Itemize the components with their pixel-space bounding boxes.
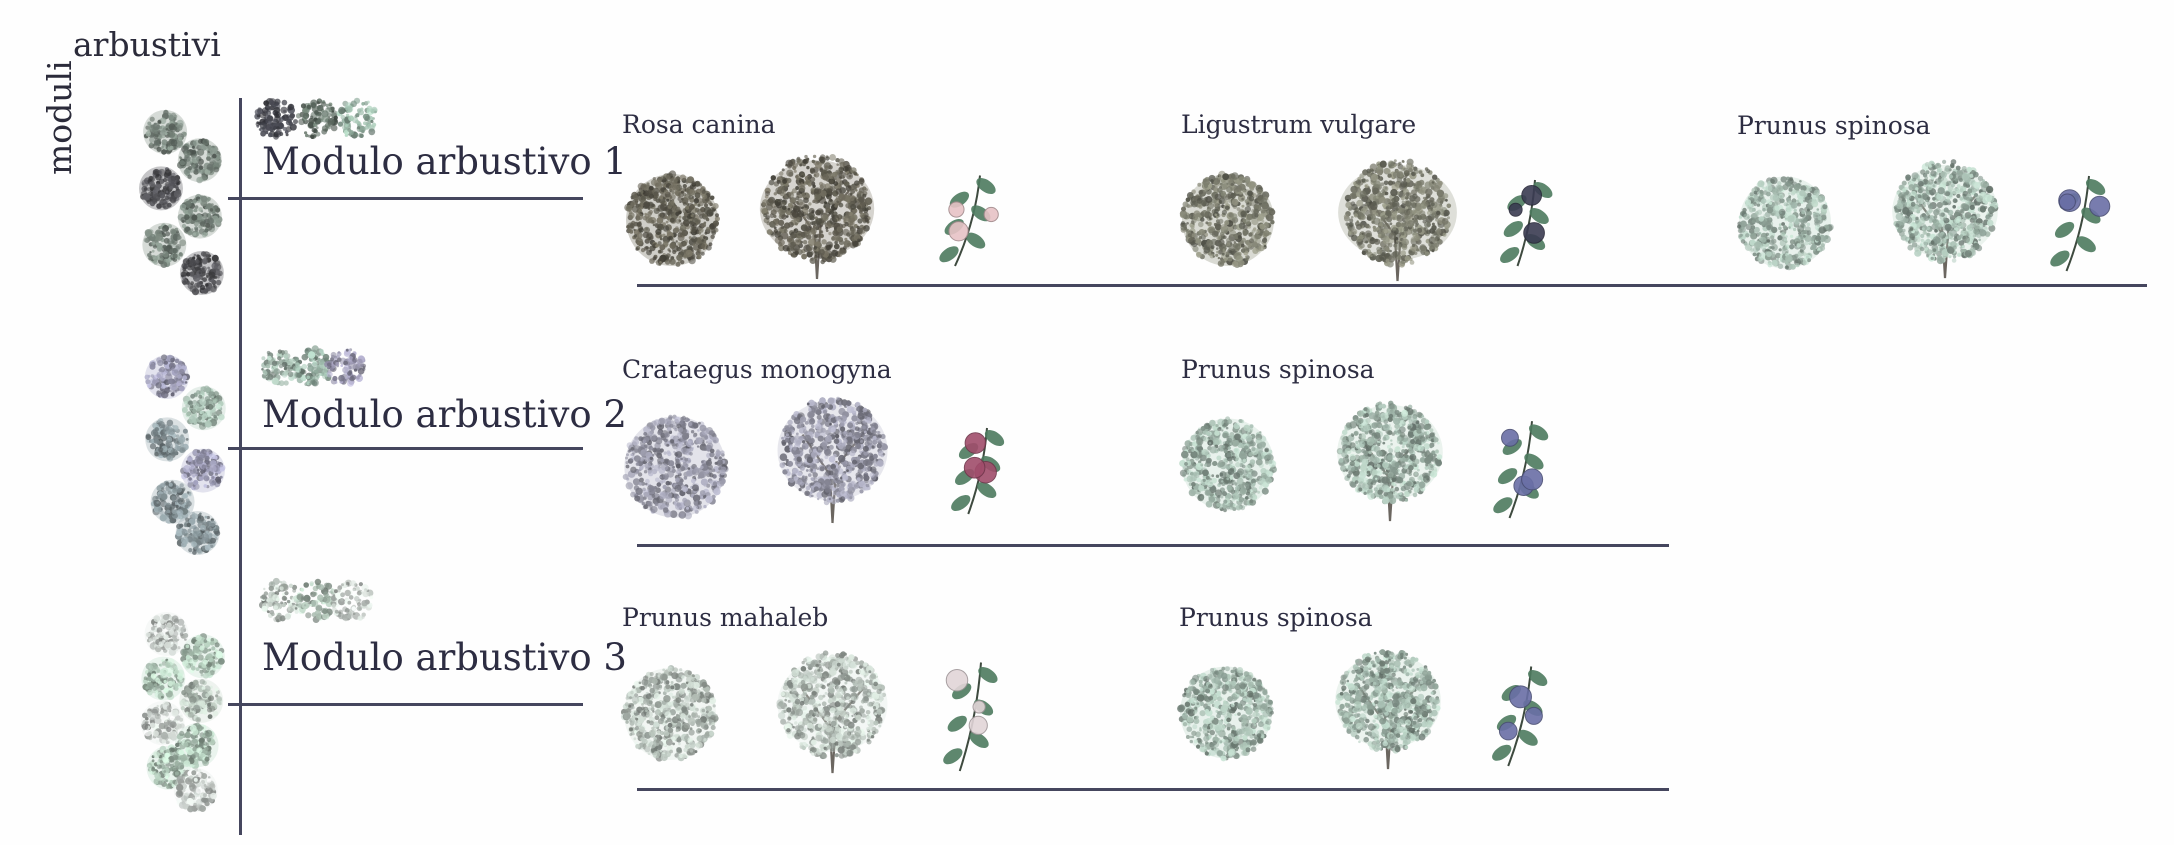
rosa-canina-elevation-icon <box>752 155 882 283</box>
prunus-spinosa-elevation-icon <box>1885 160 2005 282</box>
crataegus-monogyna-plan-icon <box>620 412 730 522</box>
species-label-ligustrum-vulgare: Ligustrum vulgare <box>1181 110 1416 139</box>
module-3-ground-line <box>637 788 1669 791</box>
module-1-thumb-icon <box>258 96 376 142</box>
prunus-spinosa-plan-icon <box>1735 170 1835 275</box>
prunus-spinosa-plan-icon <box>1178 412 1278 517</box>
rosa-canina-icon <box>920 165 1020 270</box>
ligustrum-vulgare-plan-icon <box>1172 170 1284 270</box>
species-label-crataegus-monogyna: Crataegus monogyna <box>622 355 892 384</box>
prunus-spinosa-icon <box>1478 410 1568 522</box>
module-2-plan-icon <box>140 355 230 555</box>
species-label-rosa-canina: Rosa canina <box>622 110 776 139</box>
module-2-thumb-icon <box>262 346 364 388</box>
prunus-spinosa-plan-icon <box>1176 660 1276 765</box>
module-3-plan-icon <box>135 612 230 812</box>
prunus-mahaleb-elevation-icon <box>770 652 895 777</box>
diagram-title-line1: moduli <box>40 60 79 175</box>
crataegus-monogyna-elevation-icon <box>770 395 895 527</box>
diagram-title-line2: arbustivi <box>73 25 221 64</box>
species-label-prunus-spinosa: Prunus spinosa <box>1179 603 1373 632</box>
module-1-label: Modulo arbustivo 1 <box>262 140 627 183</box>
module-3-label-line <box>228 703 583 706</box>
prunus-mahaleb-icon <box>930 650 1015 775</box>
crataegus-monogyna-icon <box>942 418 1017 518</box>
ligustrum-vulgare-icon <box>1493 170 1563 270</box>
species-label-prunus-spinosa: Prunus spinosa <box>1181 355 1375 384</box>
prunus-spinosa-icon <box>2035 165 2125 275</box>
prunus-mahaleb-plan-icon <box>620 660 720 768</box>
prunus-spinosa-elevation-icon <box>1330 400 1450 525</box>
ligustrum-vulgare-elevation-icon <box>1330 160 1465 285</box>
prunus-spinosa-icon <box>1476 655 1568 770</box>
module-1-label-line <box>228 197 583 200</box>
module-3-label: Modulo arbustivo 3 <box>262 636 627 679</box>
vertical-axis <box>239 98 242 835</box>
module-2-label-line <box>228 447 583 450</box>
module-2-ground-line <box>637 544 1669 547</box>
module-3-thumb-icon <box>262 577 370 625</box>
prunus-spinosa-elevation-icon <box>1328 648 1448 773</box>
rosa-canina-plan-icon <box>622 170 722 270</box>
module-2-label: Modulo arbustivo 2 <box>262 393 627 436</box>
species-label-prunus-mahaleb: Prunus mahaleb <box>622 603 828 632</box>
species-label-prunus-spinosa: Prunus spinosa <box>1737 111 1931 140</box>
module-1-plan-icon <box>130 110 230 295</box>
